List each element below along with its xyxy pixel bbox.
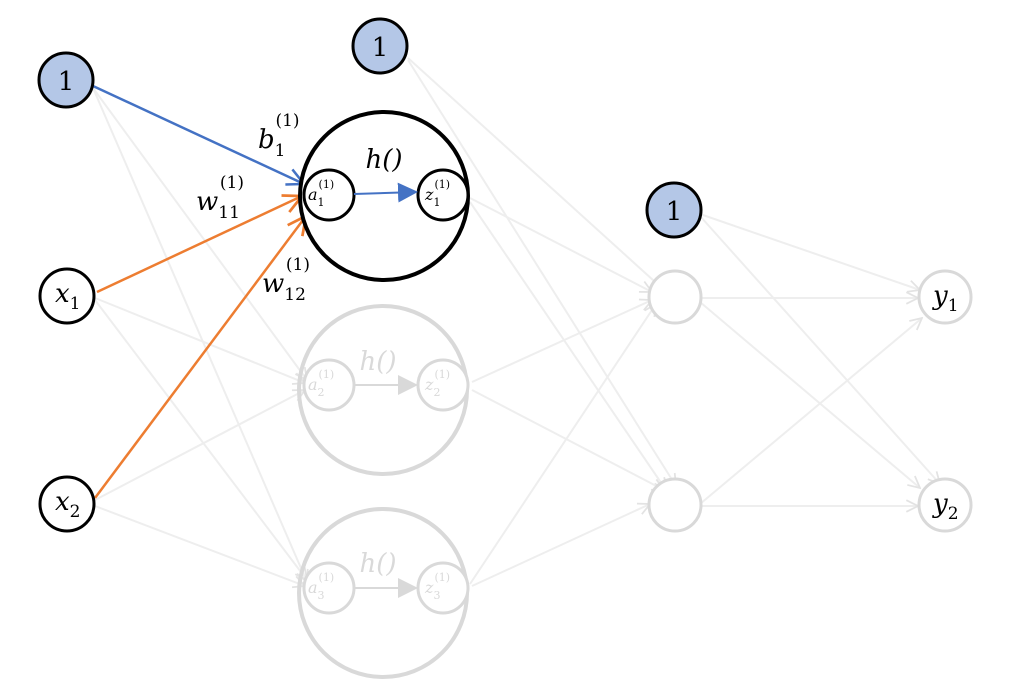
- edge-bias-a2: [92, 87, 307, 380]
- z3-label: z3(1): [424, 571, 450, 602]
- edge-x2-a2: [94, 390, 305, 501]
- input-bias-label: 1: [58, 67, 75, 97]
- z1-label: z1(1): [424, 178, 450, 209]
- edge-z3-n2: [471, 504, 650, 587]
- edge-x1-a3: [94, 299, 307, 580]
- edge-z3-n1: [469, 304, 656, 585]
- a3-label: a3(1): [308, 571, 334, 602]
- hidden1-bias-label: 1: [372, 33, 389, 63]
- hidden-neuron-3: [297, 507, 470, 679]
- edge-z1-n1: [469, 197, 652, 292]
- w11-label: w11(1): [196, 173, 244, 223]
- activation-label-3: h(): [359, 549, 396, 579]
- y2-label: y2: [932, 489, 959, 524]
- hidden-neuron-2: [297, 304, 470, 476]
- edge-z2-n1: [471, 300, 652, 383]
- edge-x2-a3: [94, 505, 305, 586]
- w12-label: w12(1): [262, 255, 310, 305]
- edge-bias-a1: [92, 84, 304, 184]
- activation-arrow-1: [353, 182, 418, 203]
- edge-bias-a3: [92, 87, 307, 582]
- a2-label: a2(1): [308, 368, 334, 399]
- z2-label: z2(1): [424, 368, 450, 399]
- input-node-x2: [38, 475, 96, 533]
- y1-label: y1: [932, 281, 959, 316]
- edge-n1-y2: [699, 301, 920, 488]
- x2-label: x2: [55, 487, 81, 522]
- hidden1-bias-node: [351, 17, 409, 75]
- edge-x1-a2: [94, 297, 305, 383]
- output-node-y2: [917, 477, 973, 533]
- hidden2-bias-node: [645, 181, 703, 239]
- edge-bias2-y1: [699, 213, 920, 290]
- z1-node: [416, 168, 470, 222]
- edge-bias1-n1: [407, 57, 664, 290]
- hidden2-node-2: [647, 477, 703, 533]
- edge-bias2-y2: [699, 215, 940, 484]
- x1-label: x1: [55, 279, 81, 314]
- edge-n2-y1: [699, 318, 922, 505]
- activation-label-1: h(): [365, 145, 402, 175]
- input-bias-node: [37, 51, 95, 109]
- edge-x2-a1: [93, 216, 306, 499]
- hidden-neuron-1: [298, 110, 470, 282]
- a1-label: a1(1): [308, 178, 334, 209]
- edge-z2-n2: [471, 389, 664, 490]
- a1-node: [302, 168, 356, 222]
- edge-z1-n2: [469, 201, 666, 490]
- bias-weight-label: b1(1): [258, 111, 300, 161]
- hidden2-node-1: [647, 269, 703, 325]
- edge-bias1-n2: [407, 59, 676, 486]
- input-node-x1: [38, 267, 96, 325]
- faded-edges: [92, 57, 940, 587]
- activation-label-2: h(): [359, 347, 396, 377]
- hidden2-bias-label: 1: [666, 197, 683, 227]
- output-node-y1: [917, 269, 973, 325]
- edge-x1-a1: [96, 196, 302, 294]
